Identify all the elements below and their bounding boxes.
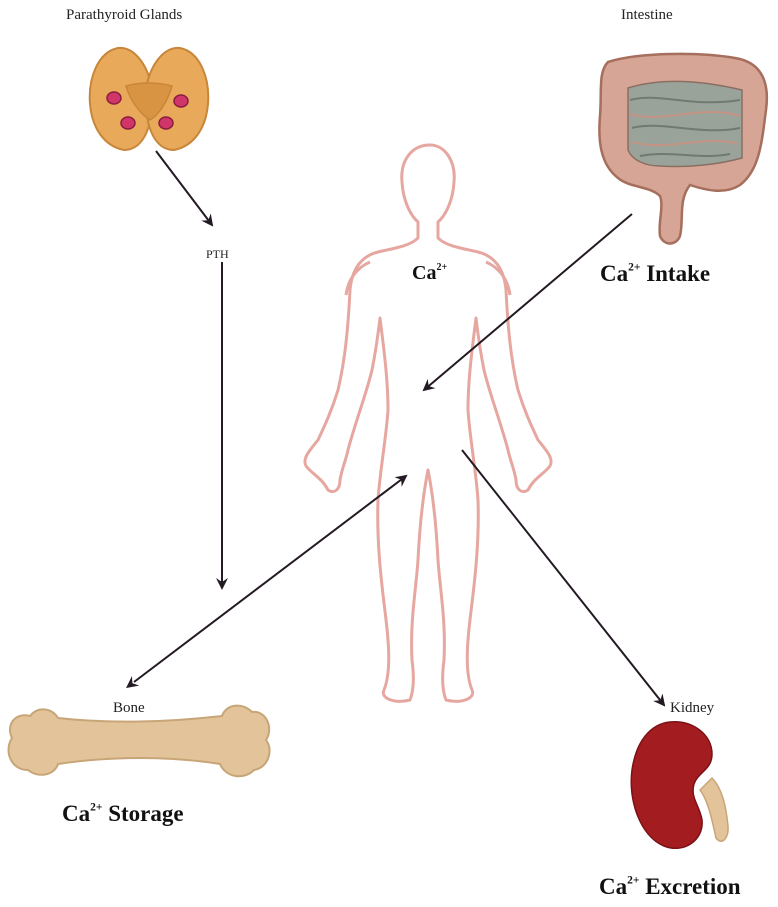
bone-label: Bone [113,700,145,717]
center-calcium-label: Ca2+ [412,262,447,285]
arrow-body-to-kidney [462,450,664,705]
pth-label: PTH [206,247,229,262]
parathyroid-gland-icon [90,48,209,150]
parathyroid-label: Parathyroid Glands [66,7,182,24]
storage-label: Ca2+ Storage [62,801,184,827]
arrow-bone-body-bidirectional [134,476,406,682]
intestine-icon [599,54,766,244]
intestine-label: Intestine [621,7,673,24]
kidney-label: Kidney [670,700,714,717]
excretion-label: Ca2+ Excretion [599,874,741,900]
arrow-gland-to-pth [156,151,212,225]
intake-label: Ca2+ Intake [600,261,710,287]
arrow-intestine-to-body [424,214,632,390]
kidney-icon [631,722,728,848]
human-body-icon [305,145,551,701]
